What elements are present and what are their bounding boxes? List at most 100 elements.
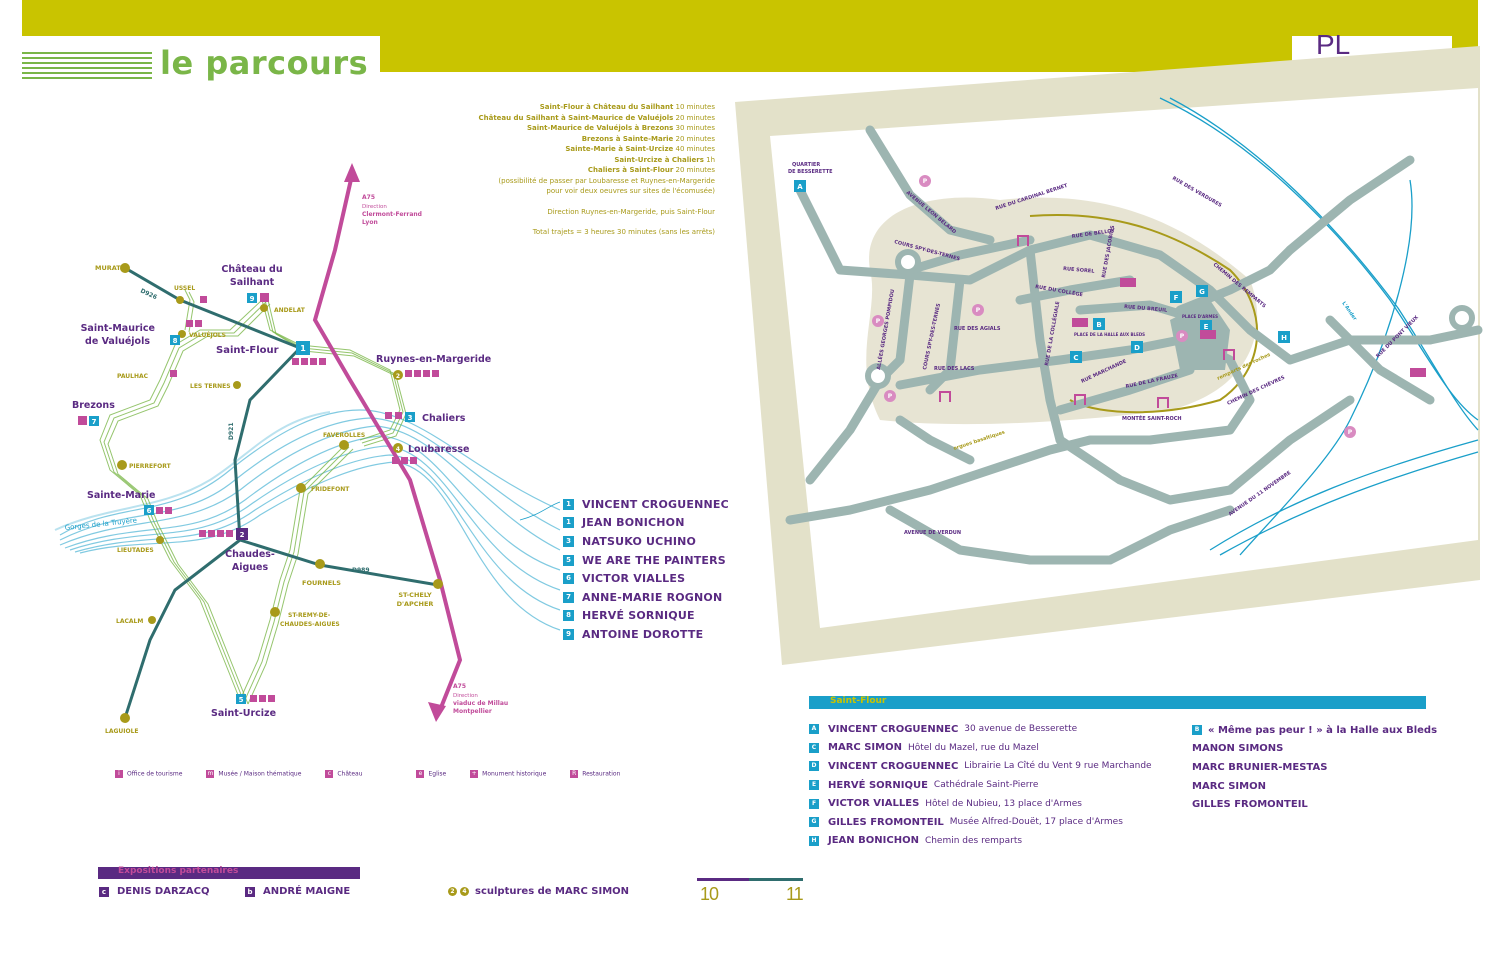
- badge-ruynes-num: 2: [396, 373, 400, 380]
- legend-label-eglise: Eglise: [428, 770, 447, 778]
- total-note: Total trajets = 3 heures 30 minutes (san…: [532, 228, 715, 236]
- green-routes: [99, 289, 407, 705]
- legend-label-office: Office de tourisme: [127, 770, 183, 778]
- time-2: 20 minutes: [675, 113, 715, 122]
- badge-saintemarie: [144, 505, 154, 515]
- label-murat: MURAT: [95, 264, 121, 272]
- artist-name: ANTOINE DOROTTE: [582, 627, 704, 641]
- artist-badge: 8: [563, 610, 574, 622]
- pin-d: [1131, 341, 1143, 353]
- sf-badge: D: [809, 761, 819, 772]
- label-stremy-1: ST-REMY-DE-: [288, 612, 331, 619]
- artist-name: JEAN BONICHON: [582, 516, 685, 530]
- badge-sainturcize-num: 5: [239, 696, 244, 704]
- label-stchely-2: D'APCHER: [397, 600, 434, 608]
- legend-icon-office: i: [115, 770, 123, 778]
- a75-south-line2: viaduc de Millau: [453, 700, 508, 707]
- legend-item-office: i Office de tourisme: [115, 770, 182, 778]
- artist-badge: 5: [563, 554, 574, 566]
- sf-badge: H: [809, 835, 819, 846]
- sf-name: MARC SIMON: [828, 742, 902, 754]
- label-stremy-2: CHAUDES-AIGUES: [280, 621, 340, 628]
- pin-d-label: D: [1134, 344, 1140, 352]
- halle-name: MANON SIMONS: [1192, 743, 1284, 755]
- label-pierrefort: PIERREFORT: [129, 463, 172, 470]
- carpark-icons: [939, 235, 1235, 408]
- site-badges: 1 9 8 7 6 5 3 2 2 4: [89, 293, 415, 704]
- street-breuil: RUE DU BREUIL: [1124, 304, 1168, 314]
- label-chaliers: Chaliers: [422, 413, 466, 424]
- parking-letters: P P P P P P: [876, 178, 1353, 436]
- street-verdun: AVENUE DE VERDUN: [904, 530, 961, 536]
- sculpture-dot: 2: [448, 887, 457, 896]
- parking-letter: P: [923, 178, 928, 185]
- label-faverolles: FAVEROLLES: [323, 432, 365, 439]
- road-d926: D926: [139, 287, 158, 301]
- sculptures-label: sculptures de MARC SIMON: [475, 886, 630, 897]
- label-brezons: Brezons: [72, 400, 115, 411]
- saint-flour-bar: [809, 696, 1426, 709]
- dot-murat: [120, 263, 130, 273]
- sf-name: JEAN BONICHON: [828, 835, 919, 847]
- a75-highway: [312, 174, 463, 711]
- pin-b-label: B: [1096, 321, 1101, 329]
- dot-pierrefort: [117, 460, 127, 470]
- time-7: 20 minutes: [675, 166, 715, 174]
- label-lesternes: LES TERNES: [190, 383, 231, 390]
- label-laguiole: LAGUIOLE: [105, 728, 139, 735]
- legend-label-restauration: Restauration: [582, 770, 621, 778]
- a75-north-road: A75: [362, 194, 375, 201]
- page-title: le parcours: [160, 44, 369, 82]
- label-lieutades: LIEUTADES: [117, 547, 154, 554]
- direction-note: Direction Ruynes-en-Margeride, puis Sain…: [547, 207, 715, 216]
- pin-e: [1200, 320, 1212, 332]
- river-lines: [54, 409, 561, 631]
- parking-letter: P: [876, 318, 881, 325]
- label-stmaurice-2: de Valuéjols: [85, 336, 150, 347]
- badge-saintflour-num: 1: [300, 344, 306, 353]
- pin-a-label: A: [797, 183, 803, 191]
- artist-name: HERVÉ SORNIQUE: [582, 609, 695, 623]
- title-stripes: [22, 52, 152, 82]
- page-bar-left: [697, 878, 749, 881]
- street-quartier-1: QUARTIER: [792, 162, 820, 168]
- artist-connectors: [519, 501, 561, 521]
- partner-name: DENIS DARZACQ: [117, 886, 210, 897]
- badge-brezons-num: 7: [92, 418, 97, 426]
- halle-name: MARC BRUNIER-MESTAS: [1192, 761, 1328, 773]
- badge-chaliers-num: 3: [408, 414, 413, 422]
- street-sorel: RUE SOREL: [1063, 266, 1096, 275]
- legend-label-musee: Musée / Maison thématique: [218, 770, 302, 778]
- parking-letter: P: [1180, 333, 1185, 340]
- road-d989: D989: [352, 567, 370, 574]
- dot-faverolles: [339, 440, 349, 450]
- place-labels: MURAT USSEL Château du Sailhant ANDELAT …: [72, 264, 491, 735]
- sf-addr: 30 avenue de Besserette: [964, 724, 1078, 735]
- sf-addr: Librairie La Cîté du Vent 9 rue Marchand…: [964, 761, 1152, 772]
- time-3: 30 minutes: [675, 124, 715, 132]
- label-loubaresse: Loubaresse: [408, 444, 469, 455]
- label-lacalm: LACALM: [116, 618, 143, 625]
- pin-g-label: G: [1199, 288, 1205, 296]
- label-sainturcize: Saint-Urcize: [211, 708, 276, 719]
- label-chaudes-2: Aigues: [232, 562, 269, 573]
- artist-name: WE ARE THE PAINTERS: [582, 553, 726, 567]
- time-5: 40 minutes: [675, 145, 715, 153]
- legend-label-chateau: Château: [337, 770, 363, 778]
- road-d921: D921: [228, 422, 235, 440]
- artist-badge: 6: [563, 573, 574, 585]
- label-andelat: ANDELAT: [274, 307, 306, 314]
- route-6: Saint-Urcize à Chaliers: [614, 155, 704, 164]
